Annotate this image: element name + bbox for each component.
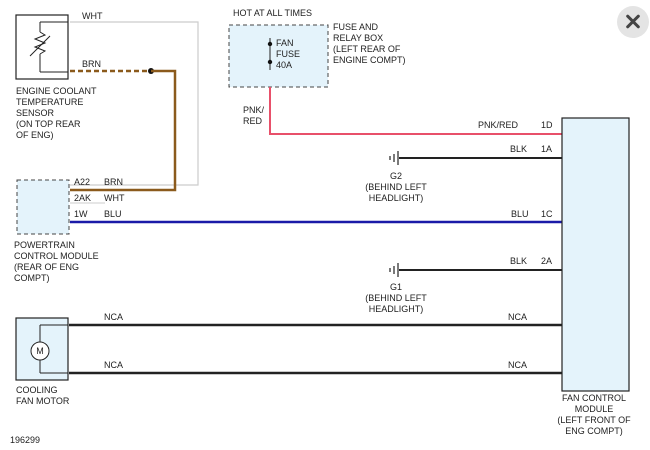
hot-at-all-times-label: HOT AT ALL TIMES bbox=[233, 8, 312, 18]
fuse-terminal-bottom bbox=[267, 59, 273, 65]
pin-1c: 1C bbox=[541, 209, 553, 219]
label-nca-2-right: NCA bbox=[508, 360, 527, 370]
pin-1d: 1D bbox=[541, 120, 553, 130]
label-wht-pcm: WHT bbox=[104, 193, 125, 203]
label-blu-right: BLU bbox=[511, 209, 529, 219]
label-nca-1-right: NCA bbox=[508, 312, 527, 322]
label-brn-pcm: BRN bbox=[104, 177, 123, 187]
sensor-box bbox=[15, 14, 69, 80]
label-wht: WHT bbox=[82, 11, 103, 21]
pcm-box bbox=[16, 179, 70, 235]
thermistor-icon bbox=[29, 21, 68, 73]
pin-a22: A22 bbox=[74, 177, 90, 187]
motor-symbol: M bbox=[36, 346, 44, 356]
ground-g2-icon bbox=[389, 151, 399, 165]
pin-2ak: 2AK bbox=[74, 193, 91, 203]
ground-g1-icon bbox=[389, 263, 399, 277]
fuse-terminal-top bbox=[267, 41, 273, 47]
pin-2a: 2A bbox=[541, 256, 552, 266]
label-blk-2: BLK bbox=[510, 256, 527, 266]
wire-wht-sensor bbox=[70, 21, 199, 186]
label-brn-top: BRN bbox=[82, 59, 101, 69]
label-nca-2-left: NCA bbox=[104, 360, 123, 370]
figure-id: 196299 bbox=[10, 435, 40, 445]
fuse-box bbox=[228, 24, 329, 88]
label-blk-1: BLK bbox=[510, 144, 527, 154]
pin-1w: 1W bbox=[74, 209, 88, 219]
close-button[interactable] bbox=[617, 6, 649, 38]
label-nca-1-left: NCA bbox=[104, 312, 123, 322]
fan-control-module-box bbox=[561, 117, 630, 392]
label-pnk-red-right: PNK/RED bbox=[478, 120, 519, 130]
wire-pnk-red bbox=[269, 87, 562, 135]
wire-brn-to-pcm bbox=[70, 69, 177, 192]
motor-icon bbox=[30, 324, 68, 374]
pin-1a: 1A bbox=[541, 144, 552, 154]
pnk-red-left-label: PNK/RED bbox=[243, 105, 265, 126]
label-blu-left: BLU bbox=[104, 209, 122, 219]
